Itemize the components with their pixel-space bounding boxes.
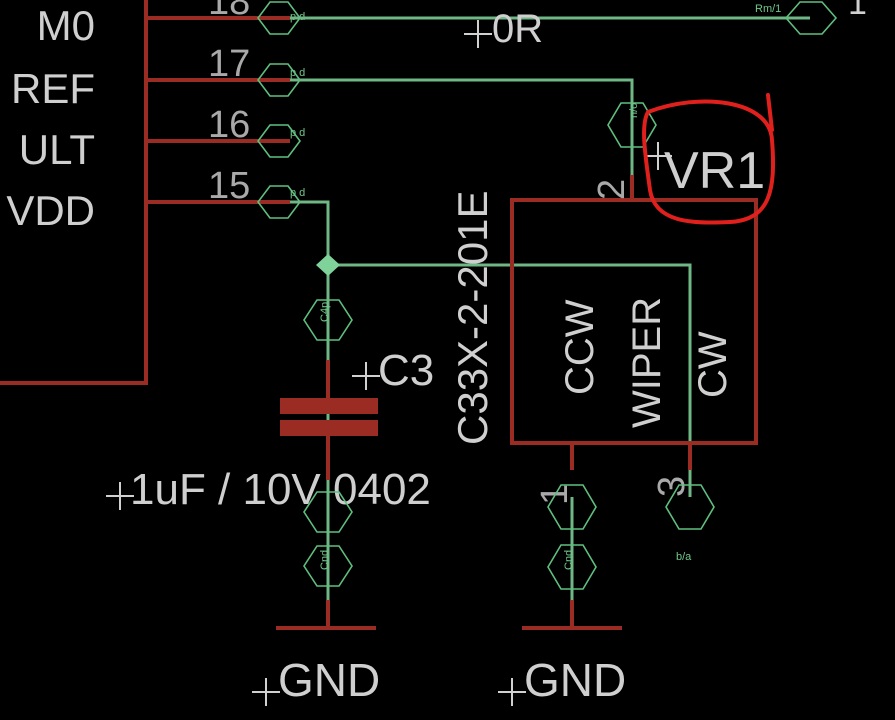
- ic-pin-pads: [257, 1, 301, 219]
- pot-ccw-pad: [547, 484, 597, 530]
- cap-value: 1uF / 10V 0402: [130, 465, 431, 514]
- ic-pin-number-16: 16: [208, 104, 250, 146]
- cap-top-pad: [303, 299, 353, 341]
- gnd2-pad: [547, 544, 597, 590]
- junction-dot: [316, 254, 340, 276]
- resistor-end-label: 1: [848, 0, 867, 22]
- gnd2-pad-text: Cnd: [563, 550, 575, 570]
- pot-wiper-pad-text: n/o: [628, 103, 640, 118]
- cap-bottom-pad: [303, 491, 353, 533]
- ic-pin-name-ref: REF: [11, 65, 95, 112]
- ic-pin-name-ult: ULT: [19, 126, 95, 173]
- pot-cw-pad: [665, 484, 715, 530]
- pot-pin-number-3: 3: [651, 476, 693, 497]
- pad-dots-16: p d: [290, 127, 305, 139]
- pot-pin-cw: CW: [691, 331, 735, 398]
- pot-name: VR1: [664, 142, 765, 200]
- cap-plate-top: [280, 398, 378, 414]
- resistor-pad: [784, 1, 838, 35]
- ic-pin-lines: [146, 16, 290, 204]
- ic-pin-name-vdd: VDD: [6, 187, 95, 234]
- ic-pin-number-18: 18: [208, 0, 250, 23]
- red-annotation-circle: [642, 93, 776, 225]
- pot-cw-pad-text: b/a: [676, 551, 692, 563]
- ic-pin-name-m0: M0: [37, 2, 95, 49]
- pot-part-number: C33X-2-201E: [449, 191, 496, 445]
- gnd1-label: GND: [278, 654, 380, 706]
- pot-pin-number-2: 2: [591, 179, 633, 200]
- gnd2-label: GND: [524, 654, 626, 706]
- ic-body-outline: [0, 0, 148, 385]
- cap-top-pad-text: C4p: [319, 302, 331, 322]
- cap-name: C3: [378, 346, 434, 395]
- cap-plate-bottom: [280, 420, 378, 436]
- ic-pin-number-17: 17: [208, 43, 250, 85]
- pad-dots-17: p d: [290, 67, 305, 79]
- resistor-label: 0R: [492, 7, 543, 51]
- gnd1-pad: [303, 545, 353, 587]
- resistor-pad-text: Rm/1: [755, 3, 781, 15]
- gnd1-pad-text: Cnd: [319, 550, 331, 570]
- ic-pin-number-15: 15: [208, 165, 250, 207]
- pad-dots-15: p d: [290, 187, 305, 199]
- pot-pin-ccw: CCW: [558, 299, 602, 395]
- pot-pin-wiper: WIPER: [625, 297, 669, 428]
